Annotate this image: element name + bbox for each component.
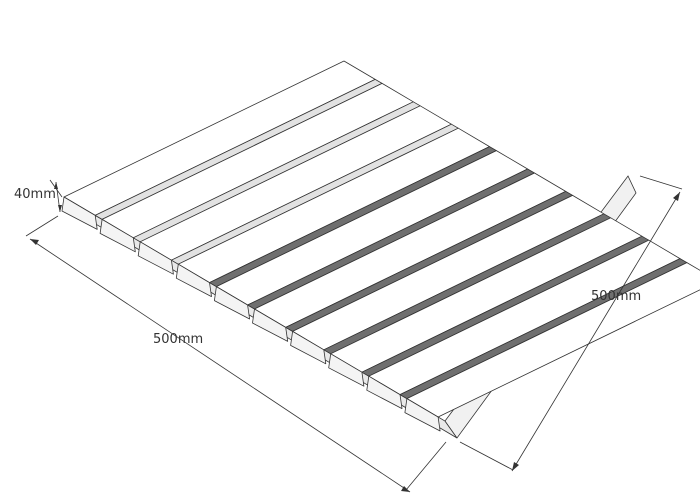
length-arrow-right <box>401 486 410 492</box>
ridge-front-bevel <box>175 263 212 298</box>
ridge-front-bevel <box>328 353 365 387</box>
ridge-front-bevel <box>99 218 136 253</box>
width-extension-top <box>639 175 683 190</box>
ridge-front-bevel <box>137 241 174 275</box>
ridge-front-bevel <box>366 375 403 410</box>
ridge-front-bevel <box>61 196 98 230</box>
length-label: 500mm <box>153 332 203 347</box>
width-label: 500mm <box>591 289 641 304</box>
width-extension-bottom <box>459 441 514 471</box>
length-dimension-line <box>29 238 411 493</box>
width-arrow-bottom <box>512 462 519 471</box>
ridge-front-bevel <box>404 398 441 432</box>
length-extension-right <box>405 441 447 491</box>
width-dimension: 500mm <box>459 175 683 472</box>
length-dimension: 500mm <box>25 215 447 493</box>
ridge-front-bevel <box>290 330 327 365</box>
ridge-front-bevel <box>213 286 251 320</box>
height-arrow-top <box>54 182 58 189</box>
height-label: 40mm <box>14 187 56 202</box>
length-extension-left <box>25 215 59 237</box>
height-dimension: 40mm <box>14 179 63 213</box>
width-arrow-top <box>673 192 680 201</box>
width-dimension-line <box>511 191 681 472</box>
ridge-front-bevel <box>252 308 289 342</box>
length-arrow-left <box>30 239 39 245</box>
panel-ridges <box>61 60 700 432</box>
height-arrow-bottom <box>58 205 62 212</box>
